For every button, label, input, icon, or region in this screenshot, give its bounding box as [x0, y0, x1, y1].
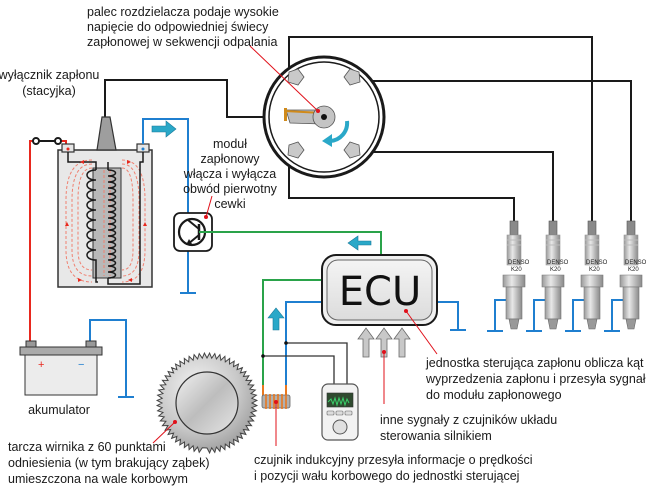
ignition-switch [32, 137, 62, 145]
distributor-to-plug-2-wire [358, 151, 554, 222]
input-arrow-icon [375, 327, 393, 358]
spark-plug-brand: DENSO [625, 260, 647, 266]
label-inductive-sensor: czujnik indukcyjny przesyła informacje o… [254, 453, 533, 483]
svg-text:akumulator: akumulator [28, 403, 90, 417]
pointer-lines [152, 45, 438, 446]
pointer-module [205, 195, 213, 218]
svg-text:umieszczona na wale korbowym: umieszczona na wale korbowym [8, 472, 188, 486]
flow-arrow-left-icon [347, 235, 372, 251]
distributor-terminal [343, 68, 361, 86]
svg-text:(stacyjka): (stacyjka) [22, 84, 75, 98]
svg-text:napięcie do odpowiedniej świec: napięcie do odpowiedniej świecy [87, 20, 269, 34]
rotor-arm [284, 105, 336, 129]
pointer-ecu [405, 310, 438, 355]
svg-text:czujnik indukcyjny przesyła in: czujnik indukcyjny przesyła informacje o… [254, 453, 533, 467]
reluctor-wheel [155, 351, 259, 455]
label-other-signals: inne sygnały z czujników układu sterowan… [380, 413, 557, 443]
svg-text:wyprzedzenia zapłonu i przesył: wyprzedzenia zapłonu i przesyła sygnał [425, 372, 646, 386]
other-signal-arrows [357, 327, 411, 358]
spark-plug-model: K20 [628, 267, 639, 273]
spark-plug-model: K20 [550, 267, 561, 273]
input-arrow-icon [357, 327, 375, 358]
signal-wires [199, 231, 382, 386]
svg-text:odniesienia (w tym brakujący z: odniesienia (w tym brakujący ząbek) [8, 456, 209, 470]
svg-text:wyłącznik zapłonu: wyłącznik zapłonu [0, 68, 99, 82]
ecu-label: ECU [339, 269, 421, 315]
coil-to-rotor-wire [104, 79, 323, 128]
pointer-reluctor [152, 421, 176, 444]
spark-plug-brand: DENSO [586, 260, 608, 266]
distributor [262, 55, 386, 179]
distributor-terminal [287, 68, 305, 86]
waveform-icon [327, 396, 350, 407]
svg-text:do modułu zapłonowego: do modułu zapłonowego [426, 388, 562, 402]
label-distributor-rotor: palec rozdzielacza podaje wysokie napięc… [87, 5, 279, 49]
pointer-rotor [249, 45, 319, 112]
label-ecu-description: jednostka sterująca zapłonu oblicza kąt … [425, 356, 646, 402]
svg-text:zapłonowy: zapłonowy [200, 152, 260, 166]
svg-text:i pozycji wału korbowego do je: i pozycji wału korbowego do jednostki st… [254, 469, 519, 483]
ecu-box: ECU [321, 254, 438, 326]
oscilloscope [321, 383, 359, 441]
svg-text:jednostka sterująca zapłonu ob: jednostka sterująca zapłonu oblicza kąt [425, 356, 644, 370]
svg-text:cewki: cewki [214, 197, 245, 211]
sensor-tap-wires [263, 342, 348, 385]
flow-arrow-up-icon [267, 307, 285, 331]
rotation-arrow-icon [329, 120, 350, 143]
svg-text:palec rozdzielacza podaje wyso: palec rozdzielacza podaje wysokie [87, 5, 279, 19]
distributor-to-plug-4-wire [358, 80, 632, 222]
distributor-terminal [287, 141, 305, 159]
distributor-terminal [343, 141, 361, 159]
svg-text:moduł: moduł [213, 137, 247, 151]
flow-arrow-right-icon [151, 120, 177, 138]
spark-plug-brand: DENSO [508, 260, 530, 266]
ignition-coil [57, 116, 153, 288]
svg-text:włącza i wyłącza: włącza i wyłącza [183, 167, 276, 181]
distributor-to-plug-1-wire [288, 152, 515, 222]
svg-text:obwód pierwotny: obwód pierwotny [183, 182, 278, 196]
battery-plus-sign: + [38, 359, 44, 371]
svg-text:inne sygnały z czujników układ: inne sygnały z czujników układu [380, 413, 557, 427]
label-ignition-module: moduł zapłonowy włącza i wyłącza obwód p… [183, 137, 278, 211]
label-ignition-switch: wyłącznik zapłonu (stacyjka) [0, 68, 99, 98]
coil-tower [96, 116, 117, 151]
spark-plug-model: K20 [511, 267, 522, 273]
label-reluctor-wheel: tarcza wirnika z 60 punktami odniesienia… [8, 440, 209, 486]
spark-plug-brand: DENSO [547, 260, 569, 266]
input-arrow-icon [393, 327, 411, 358]
label-battery: akumulator [28, 403, 90, 417]
svg-text:tarcza wirnika z 60 punktami: tarcza wirnika z 60 punktami [8, 440, 166, 454]
battery-minus-sign: − [78, 359, 84, 371]
battery: + − [19, 340, 103, 396]
spark-plug-model: K20 [589, 267, 600, 273]
svg-text:zapłonowej w sekwencji odpalan: zapłonowej w sekwencji odpalania [87, 35, 277, 49]
svg-text:sterowania silnikiem: sterowania silnikiem [380, 429, 492, 443]
ignition-module [173, 212, 213, 252]
distributor-to-plug-3-wire [288, 36, 593, 222]
